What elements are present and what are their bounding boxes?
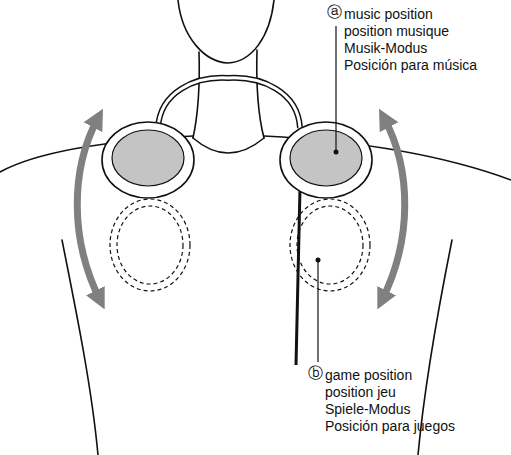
leader-line [317, 262, 318, 362]
arm-line [62, 240, 98, 455]
game-position-cup [110, 199, 190, 291]
earpad [112, 130, 184, 186]
neck-line [257, 50, 264, 138]
position-label: game position [325, 367, 412, 384]
leader-line [335, 26, 336, 150]
head-outline [178, 0, 274, 63]
collar-line [193, 138, 264, 153]
position-label: Spiele-Modus [325, 401, 411, 418]
callout-letter: ⓐ [327, 4, 342, 21]
position-label: position jeu [325, 384, 396, 401]
headband [158, 78, 300, 128]
neck-line [193, 52, 199, 138]
motion-arrow [382, 118, 405, 300]
game-position-cup [290, 199, 370, 291]
position-label: position musique [344, 23, 449, 40]
earcup [280, 122, 372, 198]
earcup [102, 122, 194, 198]
leader-dot [316, 258, 321, 263]
cord [296, 188, 300, 365]
position-label: music position [344, 6, 433, 23]
earpad [290, 130, 362, 186]
leader-dot [334, 150, 339, 155]
callout-letter: ⓑ [308, 365, 323, 382]
game-position-cup [297, 206, 363, 284]
game-position-cup [117, 206, 183, 284]
headband [158, 78, 300, 128]
motion-arrow [77, 118, 100, 300]
position-label: Posición para juegos [325, 418, 455, 435]
position-label: Posición para música [344, 57, 477, 74]
position-label: Musik-Modus [344, 40, 427, 57]
